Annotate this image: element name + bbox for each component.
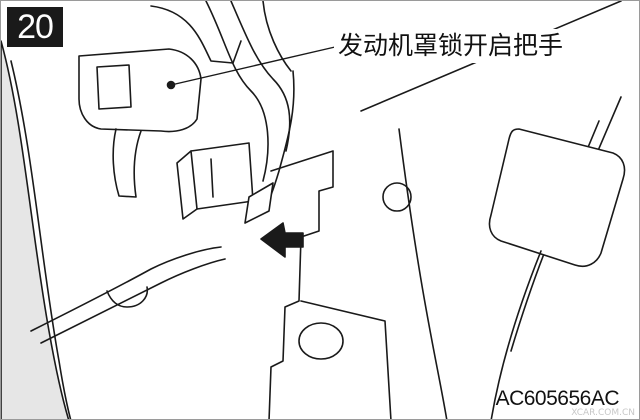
panel-cutout bbox=[298, 322, 344, 360]
kick-panel bbox=[268, 150, 334, 419]
release-handle-lever bbox=[78, 48, 202, 133]
release-handle-slot bbox=[96, 64, 132, 110]
watermark: XCAR.COM.CN bbox=[571, 408, 635, 418]
wire-bundle-3 bbox=[262, 1, 292, 72]
kick-panel-inner bbox=[300, 300, 392, 419]
wire-bundle-2 bbox=[230, 1, 291, 152]
body-hole bbox=[382, 182, 412, 212]
callout-label: 发动机罩锁开启把手 bbox=[334, 29, 568, 63]
figure-code: AC605656AC bbox=[495, 387, 620, 410]
side-panel bbox=[1, 40, 70, 419]
body-line-2 bbox=[398, 128, 448, 419]
side-panel-edge bbox=[10, 60, 72, 419]
wire-bundle bbox=[205, 1, 269, 182]
cable-clip bbox=[244, 182, 274, 224]
step-number-badge: 20 bbox=[7, 7, 63, 47]
callout-leader-dot bbox=[166, 80, 176, 90]
release-handle-arm bbox=[112, 128, 142, 198]
pointing-arrow bbox=[260, 222, 304, 258]
bracket-top bbox=[150, 5, 242, 64]
lower-harness-2 bbox=[40, 258, 226, 344]
connector-block bbox=[190, 142, 254, 210]
pedal-arm bbox=[490, 250, 542, 419]
connector-pin bbox=[210, 158, 214, 198]
connector-face bbox=[176, 150, 198, 220]
lower-loop bbox=[106, 286, 149, 308]
callout-leader bbox=[170, 46, 336, 86]
lower-harness bbox=[30, 246, 222, 332]
pedal bbox=[488, 128, 626, 268]
